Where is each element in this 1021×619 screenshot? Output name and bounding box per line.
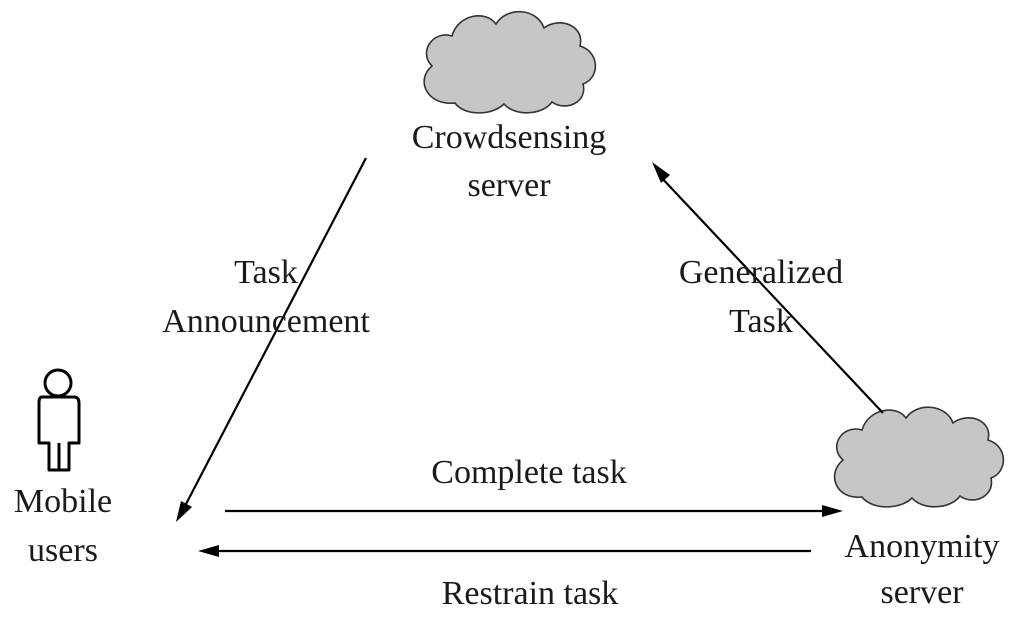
crowdsensing-server-label-line1: Crowdsensing (412, 119, 607, 156)
edge-generalized-task (652, 162, 884, 414)
anonymity-server-cloud-icon (833, 406, 1005, 508)
arrowhead-generalized-task (652, 162, 670, 183)
edge-restrain-task (198, 545, 811, 557)
complete-task-label: Complete task (431, 454, 626, 491)
person-icon (37, 368, 81, 472)
crowdsensing-server-label-line2: server (467, 167, 551, 204)
mobile-users-label-line2: users (28, 532, 98, 569)
arrowhead-task-announcement (176, 501, 192, 522)
restrain-task-label: Restrain task (442, 575, 619, 612)
anonymity-server-label-line2: server (880, 574, 964, 611)
arrowhead-restrain-task (198, 545, 219, 557)
task-announcement-label-line1: Task (234, 254, 298, 291)
task-announcement-label-line2: Announcement (162, 303, 370, 340)
edge-complete-task (225, 505, 843, 517)
mobile-users-label-line1: Mobile (14, 483, 112, 520)
arrowhead-complete-task (822, 505, 843, 517)
generalized-task-label-line1: Generalized (679, 254, 843, 291)
crowdsensing-server-cloud-icon (423, 10, 597, 114)
anonymity-server-label-line1: Anonymity (845, 528, 1000, 565)
generalized-task-label-line2: Task (729, 303, 793, 340)
edge-task-announcement (176, 157, 367, 522)
